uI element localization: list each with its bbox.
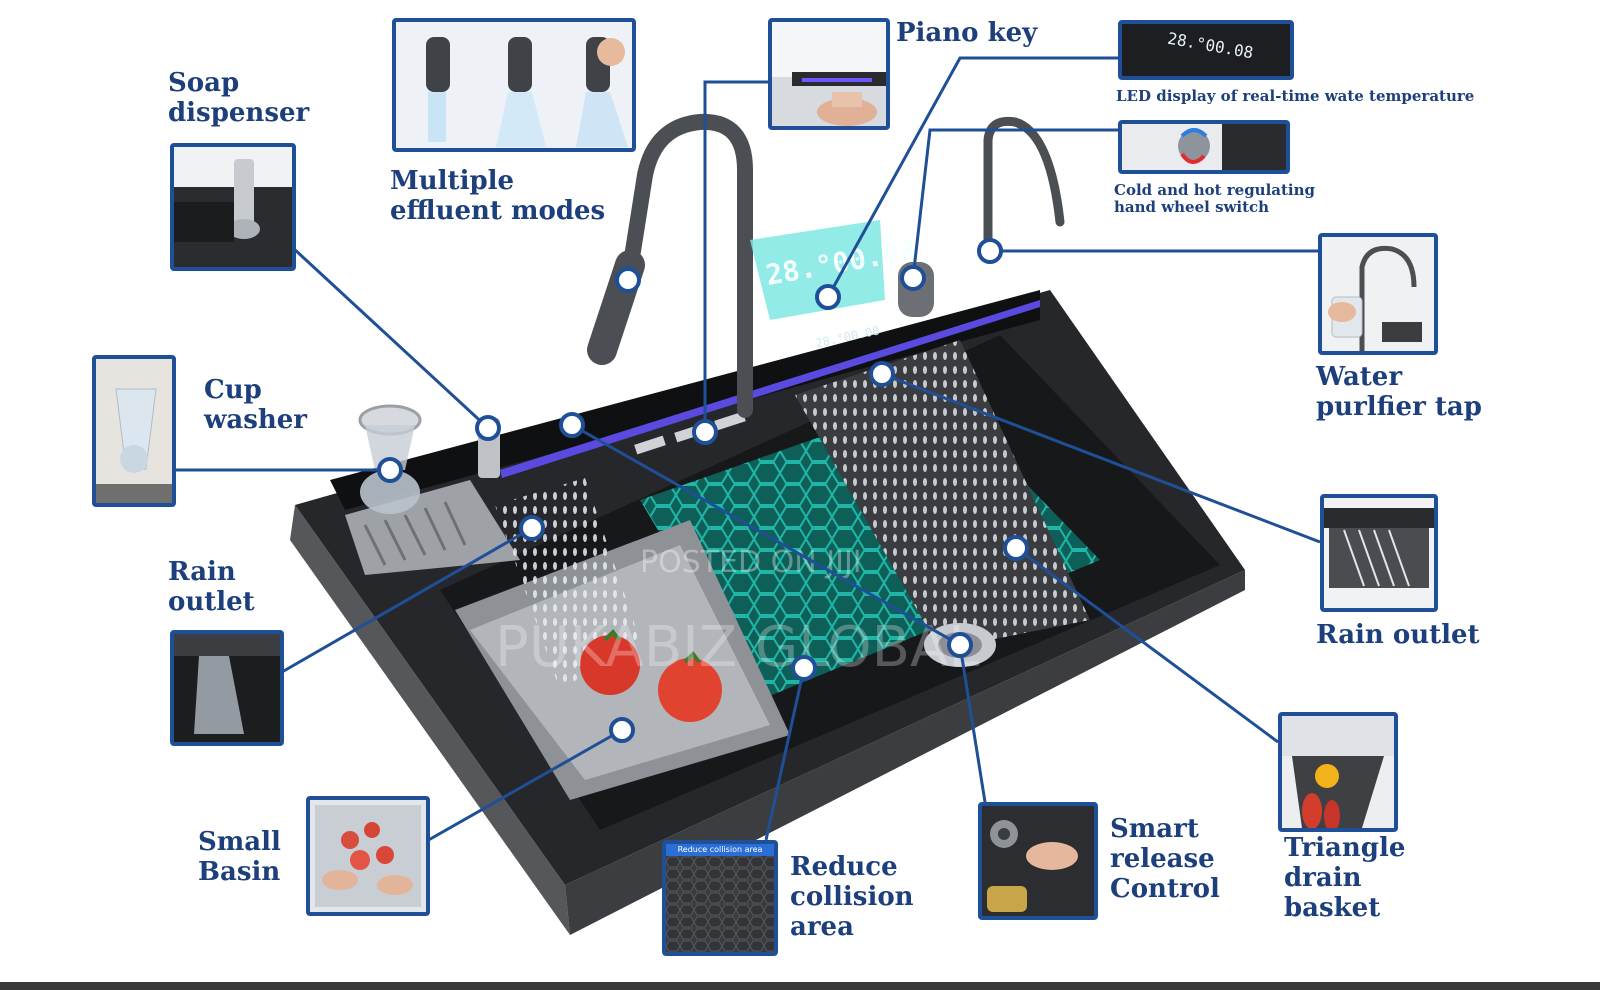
thumb-led-readout: 28.°00.08 [1166, 28, 1255, 63]
callout-hand-wheel [911, 128, 1118, 279]
marker-effluent [615, 267, 641, 293]
glass-cup [358, 404, 422, 514]
label-purifier-tap: Water purlfier tap [1316, 362, 1482, 423]
thumb-rain-outlet-left [170, 630, 284, 746]
marker-cup [377, 457, 403, 483]
callout-rain-left [281, 526, 533, 674]
thumb-reduce-collision: Reduce collision area [662, 840, 778, 956]
thumb-effluent-modes [392, 18, 636, 152]
callout-led [826, 56, 1118, 298]
marker-drain [947, 632, 973, 658]
thumb-triangle-basket [1278, 712, 1398, 832]
label-piano-key: Piano key [896, 18, 1038, 48]
label-cup-washer: Cup washer [204, 375, 308, 436]
marker-piano-key [692, 419, 718, 445]
thumb-smart-release [978, 802, 1098, 920]
label-soap-dispenser: Soap dispenser [168, 68, 310, 129]
led-projection [750, 220, 885, 320]
callout-triangle-basket [1015, 546, 1279, 744]
thumb-purifier-tap [1318, 233, 1438, 355]
marker-rain-left [519, 515, 545, 541]
callout-collision [764, 667, 806, 841]
label-triangle-basket: Triangle drain basket [1284, 833, 1406, 924]
thumb-soap-dispenser [170, 143, 296, 271]
callout-piano-key [703, 80, 768, 432]
bottom-edge-bar [0, 982, 1600, 990]
watermark-line2: PUKABIZ GLOBAL [495, 615, 980, 680]
thumb-collision-caption: Reduce collision area [666, 844, 774, 856]
thumb-rain-outlet-right [1320, 494, 1438, 612]
marker-rain-right [869, 361, 895, 387]
callout-smart-release [571, 423, 987, 803]
marker-triangle-basket [1003, 535, 1029, 561]
marker-purifier [977, 238, 1003, 264]
label-hand-wheel: Cold and hot regulating hand wheel switc… [1114, 181, 1316, 217]
label-reduce-collision: Reduce collision area [790, 852, 914, 943]
marker-small-basin [609, 717, 635, 743]
marker-soap [475, 415, 501, 441]
callout-small-basin [424, 728, 623, 844]
watermark-line1: POSTED ON JIJI [640, 545, 862, 580]
label-rain-outlet-left: Rain outlet [168, 557, 255, 618]
thumb-piano-key [768, 18, 890, 130]
label-led-display: LED display of real-time wate temperatur… [1116, 87, 1475, 105]
label-smart-release: Smart release Control [1110, 814, 1220, 905]
thumb-led-display: 28.°00.08 [1118, 20, 1294, 80]
callout-rain-right [881, 372, 1321, 544]
callout-soap [291, 246, 490, 430]
marker-led [815, 284, 841, 310]
thumb-hand-wheel [1118, 120, 1290, 174]
label-effluent-modes: Multiple effluent modes [390, 166, 606, 227]
marker-collision [791, 655, 817, 681]
thumb-small-basin [306, 796, 430, 916]
marker-smart-release-top [559, 412, 585, 438]
marker-hand-wheel [900, 265, 926, 291]
thumb-cup-washer [92, 355, 176, 507]
label-small-basin: Small Basin [198, 827, 281, 888]
label-rain-outlet-right: Rain outlet [1316, 620, 1480, 650]
